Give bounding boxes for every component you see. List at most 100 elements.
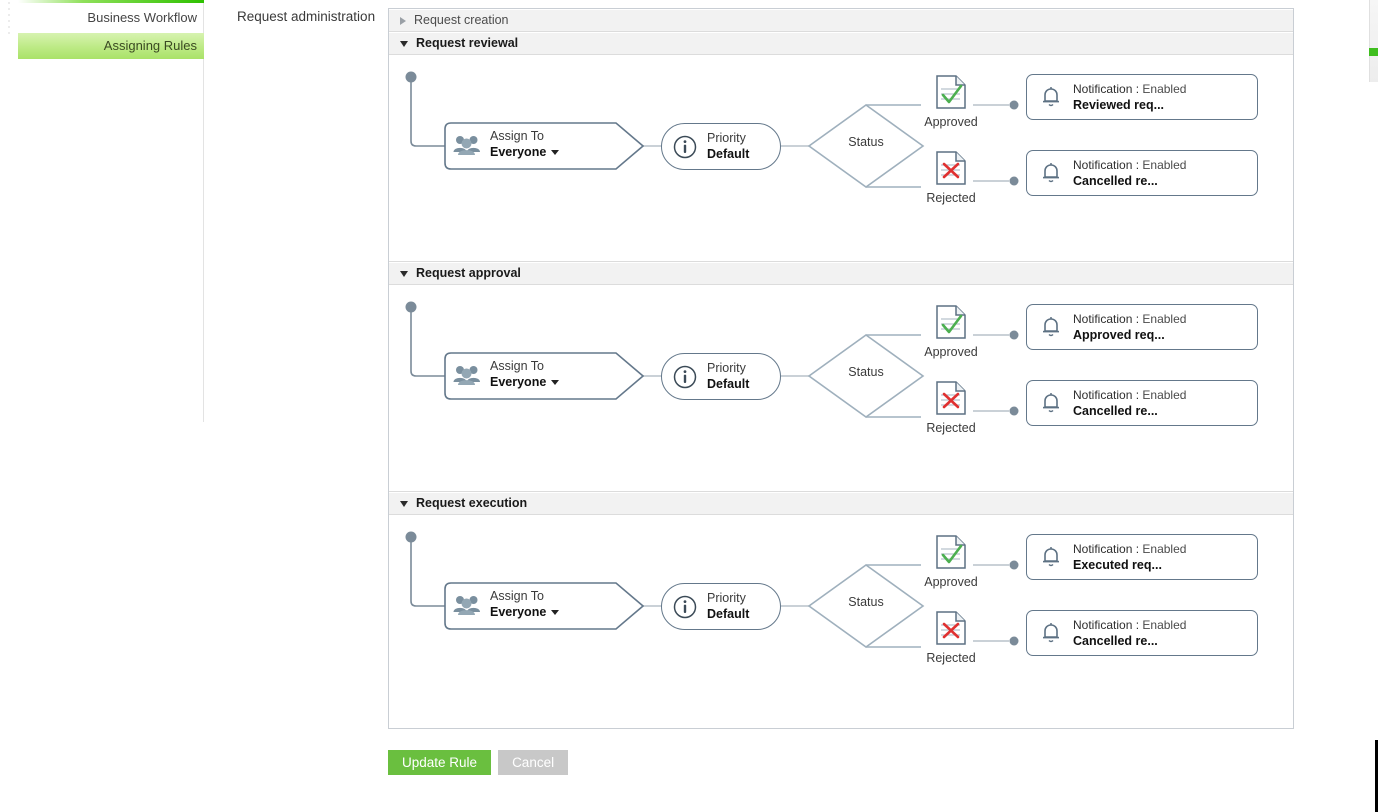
sidebar-accent-bar	[18, 0, 204, 3]
caret-down-icon[interactable]	[551, 149, 560, 155]
workflow-panel: Request creation Request reviewal	[388, 8, 1294, 729]
sidebar-item-business-workflow[interactable]: Business Workflow	[87, 10, 197, 25]
chevron-down-icon	[400, 40, 408, 47]
assign-to-text: Assign To Everyone	[490, 359, 560, 391]
accordion-title: Request execution	[416, 496, 528, 510]
assign-to-value-row: Everyone	[490, 374, 560, 391]
notification-title: Cancelled re...	[1073, 404, 1158, 419]
notification-state: Enabled	[1142, 82, 1187, 96]
priority-node[interactable]: Priority Default	[661, 123, 781, 170]
notification-card-rejected[interactable]: Notification : Enabled Cancelled re...	[1026, 150, 1258, 196]
flow-canvas-request-approval: Assign To Everyone Priority	[389, 285, 1293, 492]
notification-state: Enabled	[1142, 158, 1187, 172]
notification-state: Enabled	[1142, 312, 1187, 326]
assign-to-text: Assign To Everyone	[490, 129, 560, 161]
notification-text: Notification : Enabled Executed req...	[1073, 541, 1186, 574]
notification-label: Notification	[1073, 618, 1133, 632]
info-icon	[673, 365, 697, 389]
update-rule-button[interactable]: Update Rule	[388, 750, 492, 775]
notification-title: Cancelled re...	[1073, 634, 1158, 649]
cancel-button[interactable]: Cancel	[498, 750, 569, 775]
chevron-right-icon	[400, 16, 406, 25]
notification-state: Enabled	[1142, 542, 1187, 556]
accordion-request-reviewal: Request reviewal	[389, 32, 1293, 262]
chevron-shape	[444, 582, 644, 630]
flow-canvas-request-execution: Assign To Everyone Priority	[389, 515, 1293, 723]
document-check-icon	[936, 535, 966, 569]
branch-rejected: Rejected	[916, 381, 986, 435]
notification-card-rejected[interactable]: Notification : Enabled Cancelled re...	[1026, 380, 1258, 426]
page-scrollbar-thumb[interactable]	[1369, 48, 1378, 56]
assign-to-node[interactable]: Assign To Everyone	[444, 582, 644, 630]
notification-label: Notification	[1073, 82, 1133, 96]
caret-down-icon[interactable]	[551, 609, 560, 615]
notification-separator: :	[1135, 618, 1140, 632]
notification-state: Enabled	[1142, 618, 1187, 632]
people-icon	[453, 596, 480, 615]
assign-to-value-row: Everyone	[490, 145, 560, 161]
priority-label: Priority	[707, 361, 746, 375]
accordion-header-request-approval[interactable]: Request approval	[389, 262, 1293, 285]
document-x-icon	[936, 151, 966, 185]
notification-state-row: Notification : Enabled	[1073, 617, 1186, 633]
people-icon	[453, 136, 480, 155]
document-check-icon	[936, 305, 966, 339]
form-actions: Update Rule Cancel	[388, 750, 569, 775]
flow-connectors	[405, 531, 1019, 648]
notification-state-row: Notification : Enabled	[1073, 157, 1186, 173]
branch-caption: Rejected	[926, 421, 976, 435]
notification-title: Executed req...	[1073, 558, 1162, 573]
accordion-title: Request approval	[416, 266, 521, 280]
form-section-label: Request administration	[237, 9, 376, 24]
notification-label: Notification	[1073, 542, 1133, 556]
bell-icon	[1043, 547, 1059, 567]
sidebar: Business Workflow Assigning Rules	[0, 0, 204, 422]
notification-label: Notification	[1073, 312, 1133, 326]
branch-approved: Approved	[916, 305, 986, 359]
bell-icon	[1043, 623, 1059, 643]
page-scrollbar-track[interactable]	[1369, 0, 1378, 82]
right-edge-marker	[1375, 740, 1378, 812]
assign-to-node[interactable]: Assign To Everyone	[444, 122, 644, 170]
accordion-request-approval: Request approval	[389, 262, 1293, 492]
notification-text: Notification : Enabled Cancelled re...	[1073, 387, 1186, 420]
branch-approved: Approved	[916, 75, 986, 129]
branch-rejected: Rejected	[916, 611, 986, 665]
branch-approved: Approved	[916, 535, 986, 589]
assign-to-label: Assign To	[490, 129, 544, 143]
notification-separator: :	[1135, 82, 1140, 96]
notification-card-approved[interactable]: Notification : Enabled Approved req...	[1026, 304, 1258, 350]
sidebar-item-assigning-rules[interactable]: Assigning Rules	[18, 33, 204, 59]
notification-state-row: Notification : Enabled	[1073, 81, 1186, 97]
bell-icon	[1043, 87, 1059, 107]
accordion-title: Request creation	[414, 13, 509, 27]
info-icon	[673, 595, 697, 619]
notification-state-row: Notification : Enabled	[1073, 387, 1186, 403]
accordion-header-request-execution[interactable]: Request execution	[389, 492, 1293, 515]
notification-separator: :	[1135, 158, 1140, 172]
flow-connectors	[405, 301, 1019, 418]
priority-value: Default	[707, 606, 750, 621]
branch-caption: Rejected	[926, 651, 976, 665]
priority-node[interactable]: Priority Default	[661, 583, 781, 630]
notification-text: Notification : Enabled Cancelled re...	[1073, 617, 1186, 650]
assign-to-node[interactable]: Assign To Everyone	[444, 352, 644, 400]
branch-rejected: Rejected	[916, 151, 986, 205]
notification-separator: :	[1135, 542, 1140, 556]
caret-down-icon[interactable]	[551, 379, 560, 385]
accordion-header-request-creation[interactable]: Request creation	[389, 9, 1293, 32]
priority-node[interactable]: Priority Default	[661, 353, 781, 400]
accordion-header-request-reviewal[interactable]: Request reviewal	[389, 32, 1293, 55]
notification-card-approved[interactable]: Notification : Enabled Reviewed req...	[1026, 74, 1258, 120]
priority-label: Priority	[707, 131, 746, 145]
assign-to-value: Everyone	[490, 604, 547, 619]
document-x-icon	[936, 611, 966, 645]
bell-icon	[1043, 317, 1059, 337]
flow-connectors	[405, 71, 1019, 188]
notification-card-rejected[interactable]: Notification : Enabled Cancelled re...	[1026, 610, 1258, 656]
assign-to-value: Everyone	[490, 374, 547, 389]
chevron-shape	[444, 352, 644, 400]
branch-caption: Approved	[924, 345, 978, 359]
notification-card-approved[interactable]: Notification : Enabled Executed req...	[1026, 534, 1258, 580]
chevron-shape	[444, 122, 644, 170]
